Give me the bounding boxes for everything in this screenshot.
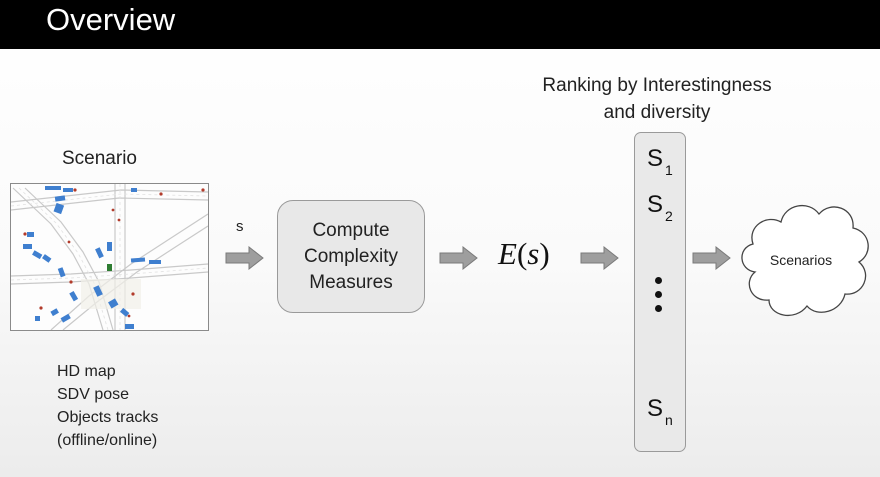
input-item: HD map: [57, 363, 116, 380]
input-item: Objects tracks: [57, 409, 159, 426]
scenario-map-image: [10, 183, 209, 331]
arrow-right-icon: [439, 246, 478, 270]
title-bar: Overview: [0, 0, 880, 49]
arrow-right-icon: [225, 246, 264, 270]
scenario-label: Scenario: [62, 148, 137, 169]
compute-box-line: Complexity: [304, 245, 398, 267]
energy-function: E(s): [498, 236, 550, 271]
ellipsis-dot: [655, 291, 662, 298]
compute-box-line: Compute: [312, 219, 390, 241]
input-item: SDV pose: [57, 386, 130, 403]
energy-arg-symbol: s: [527, 236, 540, 271]
scenarios-cloud-icon: [741, 204, 869, 317]
ranking-heading: Ranking by Interestingness and diversity: [512, 72, 802, 126]
input-item: (offline/online): [57, 432, 158, 449]
ellipsis-dot: [655, 305, 662, 312]
input-symbol-label: s: [236, 218, 244, 235]
ranking-heading-line: and diversity: [603, 102, 711, 123]
energy-func-symbol: E: [498, 236, 517, 271]
arrow-right-icon: [692, 246, 731, 270]
arrow-right-icon: [580, 246, 619, 270]
slide-title: Overview: [46, 2, 176, 37]
compute-complexity-box: Compute Complexity Measures: [277, 200, 425, 313]
ellipsis-dot: [655, 277, 662, 284]
ranking-heading-line: Ranking by Interestingness: [542, 75, 772, 96]
scenario-inputs-list: HD map SDV pose Objects tracks (offline/…: [57, 360, 158, 452]
compute-box-line: Measures: [309, 271, 393, 293]
scenarios-output-label: Scenarios: [769, 252, 833, 268]
hd-map-illustration: [11, 184, 208, 330]
